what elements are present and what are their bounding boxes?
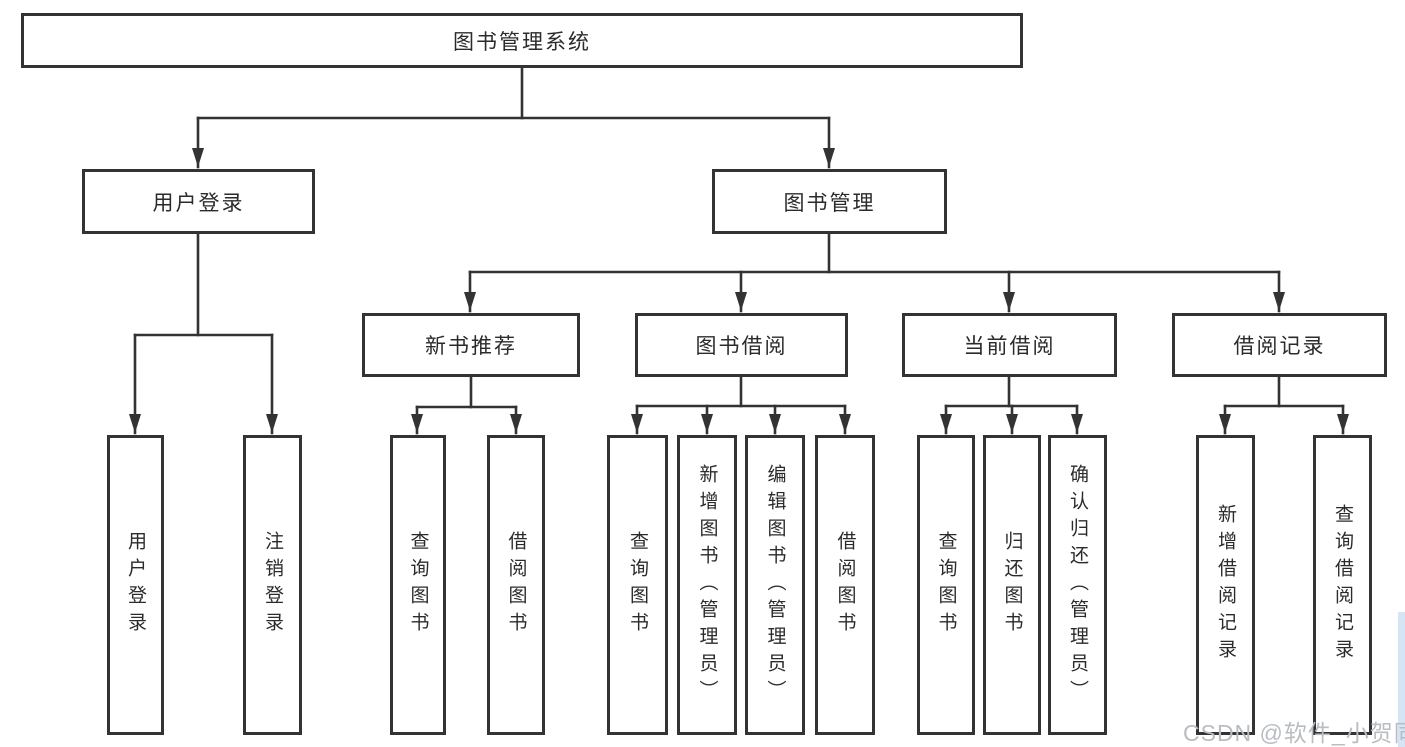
leaf-return-book-label: 归还图书 bbox=[1001, 531, 1023, 639]
right-edge-highlight-strip bbox=[1398, 612, 1405, 747]
node-new-book-recommend-label: 新书推荐 bbox=[425, 335, 517, 358]
leaf-add-borrow-record: 新增借阅记录 bbox=[1196, 435, 1255, 735]
node-borrow-records: 借阅记录 bbox=[1172, 313, 1387, 377]
leaf-edit-book-admin-label: 编辑图书（管理员） bbox=[764, 463, 786, 707]
csdn-watermark: CSDN @软件_小贺同学 bbox=[1183, 720, 1405, 746]
node-current-borrow-label: 当前借阅 bbox=[963, 335, 1056, 358]
node-user-login: 用户登录 bbox=[82, 169, 315, 234]
leaf-query-books-3-label: 查询图书 bbox=[935, 531, 957, 639]
leaf-user-login-label: 用户登录 bbox=[125, 531, 146, 639]
leaf-add-borrow-record-label: 新增借阅记录 bbox=[1215, 504, 1236, 666]
leaf-logout: 注销登录 bbox=[243, 435, 302, 735]
node-current-borrow: 当前借阅 bbox=[902, 313, 1117, 377]
leaf-add-book-admin-label: 新增图书（管理员） bbox=[696, 463, 718, 707]
leaf-query-books-2-label: 查询图书 bbox=[627, 531, 648, 639]
leaf-edit-book-admin: 编辑图书（管理员） bbox=[745, 435, 805, 735]
leaf-user-login: 用户登录 bbox=[107, 435, 164, 735]
node-new-book-recommend: 新书推荐 bbox=[362, 313, 580, 377]
leaf-query-books-3: 查询图书 bbox=[917, 435, 975, 735]
leaf-query-borrow-record: 查询借阅记录 bbox=[1313, 435, 1372, 735]
leaf-return-book: 归还图书 bbox=[983, 435, 1041, 735]
leaf-query-books-1-label: 查询图书 bbox=[407, 531, 429, 639]
leaf-logout-label: 注销登录 bbox=[262, 531, 283, 639]
leaf-query-books-2: 查询图书 bbox=[607, 435, 668, 735]
leaf-confirm-return-admin: 确认归还（管理员） bbox=[1048, 435, 1107, 735]
node-book-borrow-label: 图书借阅 bbox=[695, 335, 788, 358]
leaf-borrow-books-2: 借阅图书 bbox=[815, 435, 875, 735]
leaf-query-books-1: 查询图书 bbox=[390, 435, 446, 735]
node-book-management-label: 图书管理 bbox=[783, 191, 876, 215]
node-root: 图书管理系统 bbox=[21, 13, 1023, 68]
leaf-borrow-books-1-label: 借阅图书 bbox=[505, 531, 527, 639]
leaf-add-book-admin: 新增图书（管理员） bbox=[677, 435, 737, 735]
leaf-confirm-return-admin-label: 确认归还（管理员） bbox=[1067, 463, 1088, 707]
node-book-borrow: 图书借阅 bbox=[635, 313, 848, 377]
leaf-borrow-books-1: 借阅图书 bbox=[487, 435, 545, 735]
node-book-management: 图书管理 bbox=[712, 169, 947, 234]
node-root-label: 图书管理系统 bbox=[453, 30, 591, 54]
node-user-login-label: 用户登录 bbox=[152, 191, 245, 215]
leaf-borrow-books-2-label: 借阅图书 bbox=[834, 531, 856, 639]
leaf-query-borrow-record-label: 查询借阅记录 bbox=[1332, 504, 1353, 666]
node-borrow-records-label: 借阅记录 bbox=[1233, 335, 1326, 358]
